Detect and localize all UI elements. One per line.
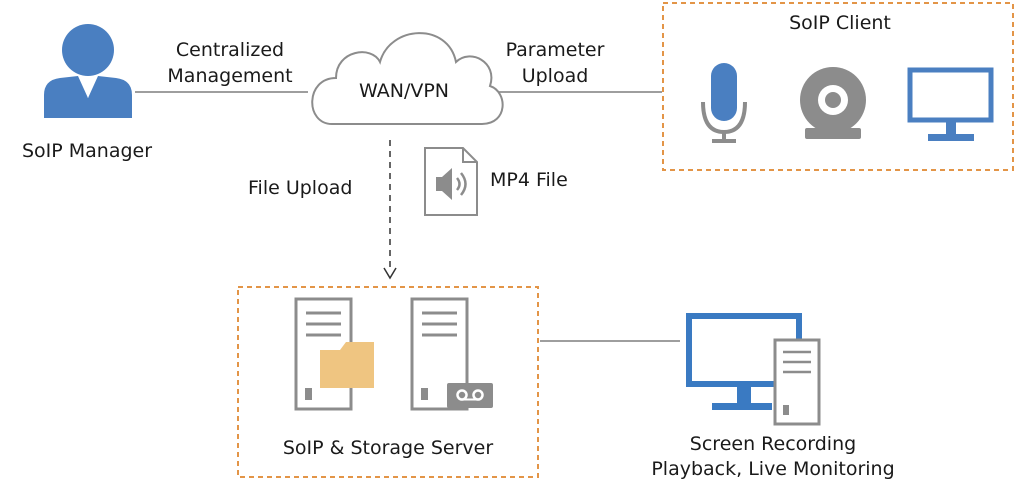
parameter-upload-label: Parameter Upload — [480, 37, 630, 89]
webcam-icon — [800, 67, 866, 139]
centralized-line-1: Centralized — [175, 39, 285, 61]
file-upload-arrow — [383, 140, 397, 280]
monitor-icon — [907, 67, 994, 141]
monitor-line-1: Screen Recording — [689, 433, 857, 455]
cloud-icon — [311, 32, 504, 125]
folder-icon — [320, 342, 374, 388]
client-box — [662, 2, 1014, 171]
person-icon — [44, 24, 132, 118]
server-box — [237, 286, 539, 478]
workstation-label: Screen Recording Playback, Live Monitori… — [608, 432, 938, 482]
workstation-icon — [686, 313, 821, 426]
wan-label: WAN/VPN — [358, 80, 450, 102]
file-upload-label: File Upload — [248, 177, 353, 199]
monitor-line-2: Playback, Live Monitoring — [651, 458, 895, 480]
client-title: SoIP Client — [789, 12, 891, 34]
manager-label: SoIP Manager — [21, 140, 153, 162]
centralized-line-2: Management — [167, 65, 293, 87]
tape-icon — [447, 383, 493, 408]
centralized-management-label: Centralized Management — [150, 37, 310, 89]
parameter-line-1: Parameter — [505, 39, 605, 61]
audio-file-icon — [424, 147, 478, 216]
server-label: SoIP & Storage Server — [282, 437, 494, 459]
parameter-line-2: Upload — [521, 65, 589, 87]
mp4-file-label: MP4 File — [490, 169, 568, 191]
microphone-icon — [701, 63, 747, 143]
